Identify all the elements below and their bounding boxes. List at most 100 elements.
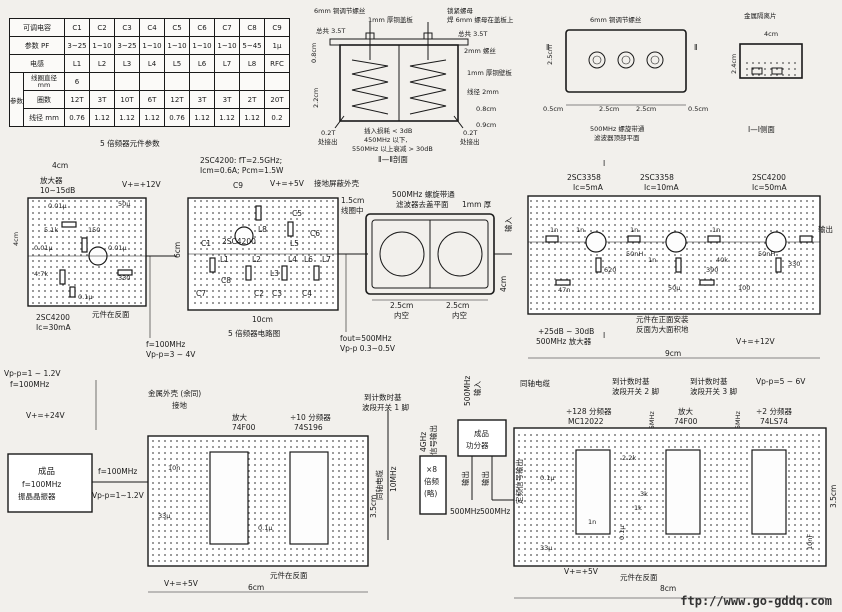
amp-gain: 10~15dB xyxy=(40,186,75,195)
module-frequency: f=100MHz xyxy=(22,480,61,489)
inductor xyxy=(287,221,294,237)
section-marker: Ⅱ xyxy=(546,43,550,52)
transistor-label: 2SC4200 xyxy=(752,173,786,182)
supply-label: V+=+5V xyxy=(164,579,199,588)
component-label: 50nH xyxy=(758,250,775,258)
cover-plate xyxy=(329,38,469,46)
amplifier-500mhz: 2SC3358 Ic=5mA 2SC3358 Ic=10mA 2SC4200 I… xyxy=(499,159,833,359)
output-port: 输出 xyxy=(818,224,833,234)
shield-side-view: 金属隔离片 4cm 2.4cm Ⅰ—Ⅰ侧面 xyxy=(730,11,803,134)
chip-label: 74S196 xyxy=(294,423,323,432)
amp-title: 500MHz 放大器 xyxy=(536,336,592,346)
inductor xyxy=(245,265,252,281)
screw-head xyxy=(646,51,664,69)
component-side-note: 元件在反面 xyxy=(270,570,308,580)
component-outline xyxy=(771,67,783,75)
table-cell: 线圈直径 mm xyxy=(23,72,65,91)
component-side-note: 元件在反面 xyxy=(620,572,658,582)
label-welded-nut: 焊 6mm 螺母在盖板上 xyxy=(447,15,514,24)
table-header-cell: C4 xyxy=(139,18,165,37)
filter-caption: 滤波器去盖平面 xyxy=(396,199,449,209)
section-marker: Ⅰ xyxy=(603,159,605,168)
component-label: L6 xyxy=(304,255,313,264)
component-label: 1n xyxy=(550,226,558,234)
table-cell xyxy=(89,72,115,91)
component-label: 5.1k xyxy=(44,226,58,234)
component-label: 50nH xyxy=(626,250,643,258)
amplitude-label: Vp-p=1 ~ 1.2V xyxy=(4,369,61,378)
component-label: 0.1μ xyxy=(258,524,272,532)
lock-nut-right xyxy=(423,32,433,40)
component-label: 33μ xyxy=(540,544,552,552)
table-cell: 线径 mm xyxy=(23,108,65,127)
inductor xyxy=(209,257,216,273)
component-label: 50μ xyxy=(118,200,130,208)
dim-label: 0.5cm xyxy=(688,105,708,113)
table-cell: 1μ xyxy=(264,36,290,55)
power-splitter xyxy=(457,419,507,457)
component-label: 0.1μ xyxy=(540,474,554,482)
resistor xyxy=(117,269,133,276)
component-label: 0.1μ xyxy=(78,293,92,301)
table-cell xyxy=(114,72,140,91)
rejection-note: 550MHz 以上衰减 > 30dB xyxy=(352,144,433,153)
component-label: C6 xyxy=(310,229,320,238)
dim-label: 4cm xyxy=(499,276,508,292)
component-label: L2 xyxy=(252,255,261,264)
chip-74f00 xyxy=(209,451,249,545)
capacitor xyxy=(799,235,813,243)
module-type: 振晶晶振器 xyxy=(18,491,56,501)
dim-label: 2.5cm xyxy=(599,105,619,113)
screw-head xyxy=(588,51,606,69)
tap-label: 0.2T xyxy=(321,129,335,137)
component-label: 33μ xyxy=(158,512,170,520)
table-cell: 0.2 xyxy=(264,108,290,127)
component-label: 47n xyxy=(558,286,570,294)
section-title: Ⅰ—Ⅰ侧面 xyxy=(748,124,775,134)
table-cell xyxy=(139,72,165,91)
component-label: 4.7k xyxy=(34,270,48,278)
input-label: 输入 xyxy=(472,381,482,396)
component-label: L8 xyxy=(258,225,267,234)
cavity-label: 内空 xyxy=(452,310,467,320)
output-frequency: fout=500MHz xyxy=(340,334,392,343)
current-label: Ic=50mA xyxy=(752,183,787,192)
dim-label: 2.4cm xyxy=(730,54,738,74)
component-label: 1n xyxy=(588,518,596,526)
table-row: 线径 mm 0.76 1.12 1.12 1.12 0.76 1.12 1.12… xyxy=(10,108,290,127)
destination-label: 波段开关 1 脚 xyxy=(362,402,409,412)
module-title: 成品 xyxy=(38,466,55,477)
tap-lead xyxy=(453,115,464,129)
capacitor xyxy=(707,235,721,243)
transistor-label: 2SC4200 xyxy=(222,237,256,246)
table-caption: 5 倍频器元件参数 xyxy=(100,138,160,148)
chip-mc12022 xyxy=(575,449,611,535)
label-turns-left: 总共 3.5T xyxy=(316,26,345,35)
table-cell: 20T xyxy=(264,90,290,109)
component-label: 330 xyxy=(118,274,130,282)
prescaler-block: 4GHz 定频信号输出 500MHz 输入 成品 功分器 ×8 倍频 (略) 输… xyxy=(419,376,514,516)
dim-label: 9cm xyxy=(665,349,681,358)
table-cell xyxy=(164,72,190,91)
section-title: Ⅱ—Ⅱ剖面 xyxy=(378,154,408,164)
helical-filter: 1.5cm 线圈中 500MHz 螺旋带通 滤波器去盖平面 1mm 厚 2.5c… xyxy=(341,189,512,320)
component-label: 10nF xyxy=(806,534,814,550)
module-note: (略) xyxy=(424,488,437,498)
table-cell: 6 xyxy=(64,72,90,91)
shield-label: 接地屏蔽外壳 xyxy=(314,178,359,188)
table-row: 参数 PF 3~25 1~10 3~25 1~10 1~10 1~10 1~10… xyxy=(9,36,290,55)
label-lock-nut: 锁紧螺母 xyxy=(447,6,474,15)
dim-label: 1.5cm xyxy=(341,196,364,205)
screw-core xyxy=(621,55,631,65)
chip-label: MC12022 xyxy=(568,417,604,426)
component-label: 390 xyxy=(706,266,718,274)
module-title: 成品 xyxy=(474,428,489,438)
filter-caption: 滤波器顶部平面 xyxy=(594,133,640,142)
component-label: C5 xyxy=(292,209,302,218)
component-label: 3k xyxy=(640,490,648,498)
label-adjust-screw: 6mm 铜调节螺丝 xyxy=(314,6,366,15)
component-label: 0.1μ xyxy=(618,526,626,540)
wall-thickness: 1mm 厚 xyxy=(462,200,492,209)
dim-label: 0.5cm xyxy=(543,105,563,113)
frequency-label: 500MHz xyxy=(463,376,472,406)
